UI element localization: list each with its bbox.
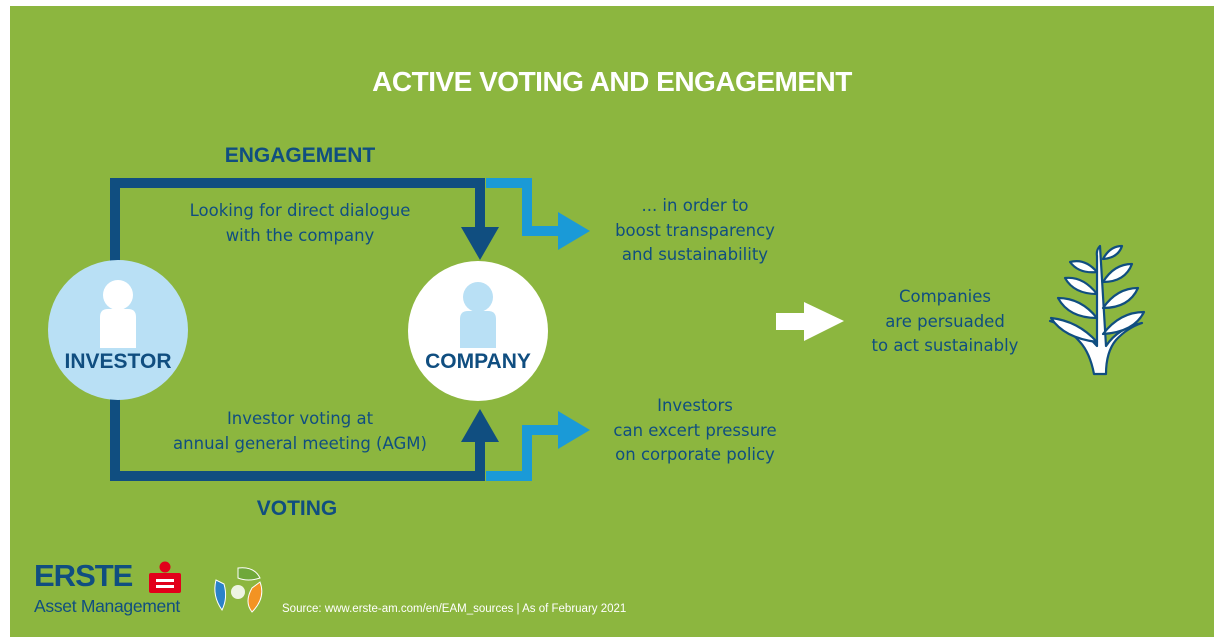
result-line: to act sustainably <box>871 336 1019 355</box>
voting-description-line: annual general meeting (AGM) <box>173 433 427 453</box>
erste-logo: ERSTE Asset Management <box>32 558 192 620</box>
engagement-outcome-arrowhead <box>558 212 590 250</box>
erste-s-logo-icon <box>149 561 181 593</box>
logo-subtitle: Asset Management <box>34 596 180 616</box>
investor-label: INVESTOR <box>64 350 172 373</box>
engagement-description-line: Looking for direct dialogue <box>189 201 411 220</box>
voting-outcome-arrowhead <box>558 411 590 449</box>
right-arrow-icon <box>776 302 844 341</box>
voting-description-line: Investor voting at <box>226 409 374 428</box>
result-line: Companies <box>898 287 992 306</box>
voting-description: Investor voting at annual general meetin… <box>140 407 460 456</box>
person-icon <box>100 280 136 348</box>
engagement-outcome-line: boost transparency <box>615 220 775 240</box>
source-note: Source: www.erste-am.com/en/EAM_sources … <box>282 603 627 615</box>
voting-outcome-text: Investors can excert pressure on corpora… <box>585 394 805 468</box>
infographic-panel: ACTIVE VOTING AND ENGAGEMENT ENGAGEMENT … <box>10 6 1214 637</box>
logo-wordmark: ERSTE <box>34 558 133 593</box>
voting-outcome-line: on corporate policy <box>615 445 775 464</box>
company-label: COMPANY <box>425 350 531 373</box>
voting-outcome-line: Investors <box>657 396 733 415</box>
person-icon <box>460 282 496 348</box>
engagement-outcome-line: ... in order to <box>641 196 749 215</box>
engagement-description-line: with the company <box>225 225 375 245</box>
engagement-outcome-line: and sustainability <box>621 245 769 264</box>
voting-outcome-line <box>486 425 563 481</box>
engagement-flow-line <box>110 178 485 264</box>
plant-icon <box>1048 244 1146 376</box>
engagement-outcome-line <box>486 178 563 236</box>
voting-arrowhead <box>461 409 499 442</box>
engagement-description: Looking for direct dialogue with the com… <box>160 199 440 248</box>
voting-label: VOTING <box>256 497 338 520</box>
engagement-arrowhead <box>461 227 499 260</box>
diagram-graphics <box>48 178 1146 481</box>
engagement-label: ENGAGEMENT <box>224 144 376 167</box>
page-title: ACTIVE VOTING AND ENGAGEMENT <box>372 66 852 97</box>
voting-outcome-line: can excert pressure <box>613 420 777 440</box>
engagement-outcome-text: ... in order to boost transparency and s… <box>585 194 805 268</box>
result-text: Companies are persuaded to act sustainab… <box>850 285 1040 359</box>
voting-flow-line <box>110 398 485 481</box>
sustainability-emblem-icon <box>214 567 263 613</box>
result-line: are persuaded <box>885 311 1005 331</box>
